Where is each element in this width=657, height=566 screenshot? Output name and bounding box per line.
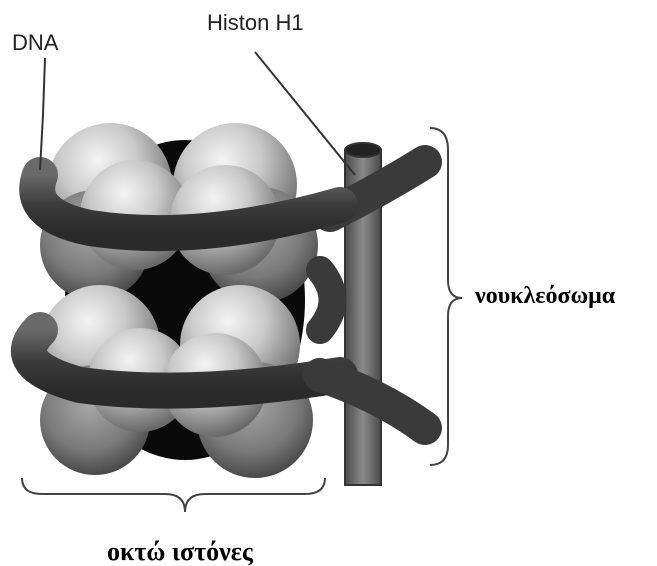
histone-h1-label: Histon H1: [207, 10, 304, 35]
dna-leader: [40, 58, 45, 170]
histone-octamer: [40, 123, 318, 478]
eight-histones-label: οκτώ ιστόνες: [107, 537, 254, 566]
nucleosome-label: νουκλεόσωμα: [474, 283, 616, 309]
dna-side-loop: [320, 270, 333, 330]
h1-rod-top: [345, 143, 381, 157]
eight-histones-bracket: [22, 478, 325, 512]
dna-label: DNA: [12, 30, 59, 55]
